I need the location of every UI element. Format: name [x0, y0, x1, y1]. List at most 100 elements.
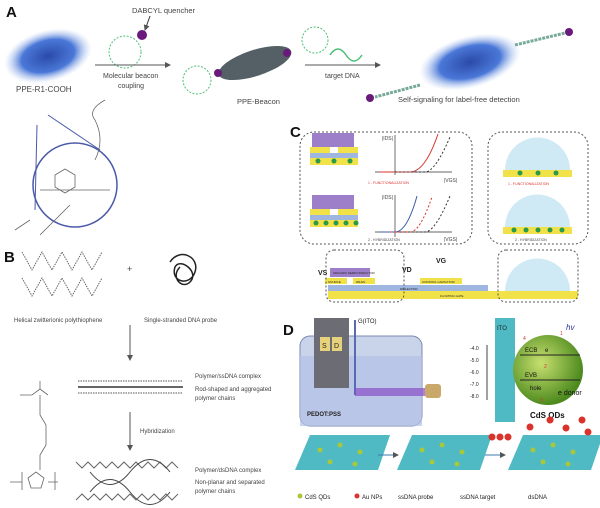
au-np-legend-marker	[354, 493, 360, 499]
hybridization-label: Hybridization	[140, 429, 175, 435]
magnifier-circle	[32, 142, 118, 228]
panel-b: B + Helical zwitterionic polythiophene S…	[4, 249, 271, 505]
chemical-structure	[14, 99, 110, 236]
step-number: 4	[523, 336, 526, 342]
coupling-label-1: Molecular beacon	[103, 73, 158, 80]
ppe-polymer-blob	[4, 28, 92, 84]
beacon-loop-left	[182, 65, 212, 95]
electron-label: e	[545, 348, 549, 354]
dabcyl-label: DABCYL quencher	[132, 6, 196, 15]
source-label: S	[322, 343, 327, 350]
energy-diagram: ITO -4.0 -5.0 -6.0 -7.0 -8.0 ECB EVB e h…	[470, 318, 583, 422]
self-signaling-label: Self-signaling for label-free detection	[398, 95, 520, 104]
step-number: 3	[540, 398, 543, 404]
electrochemical-cell: S D G(ITO) PEDOT:PSS	[299, 318, 441, 427]
ids-axis-label: |IDS|	[382, 195, 393, 201]
energy-tick: -6.0	[470, 370, 479, 376]
ssdna-complex-desc-2: polymer chains	[195, 396, 235, 402]
panel-c-label: C	[290, 124, 301, 141]
cds-qd-sphere	[513, 335, 583, 405]
step-number: 2	[544, 364, 547, 370]
dielectric-label: DIELECTRIC	[400, 287, 419, 291]
transfer-curve-1: |IDS| |VGS| 1 - FUNCTIONALIZATION	[368, 133, 457, 185]
ssdna-complex-label: Polymer/ssDNA complex	[195, 374, 261, 380]
dsdna-complex-desc-1: Non-planar and separated	[195, 480, 265, 486]
vd-label: VD	[402, 267, 412, 274]
dsdna-right	[514, 31, 566, 47]
dsdna-complex-label: Polymer/dsDNA complex	[195, 468, 261, 474]
quencher-dot	[283, 49, 291, 57]
zoom-line	[47, 114, 101, 151]
quencher-dot	[565, 28, 573, 36]
vgs-axis-label: |VGS|	[444, 237, 457, 243]
legend-dsdna: dsDNA	[528, 495, 547, 501]
target-dna-label: target DNA	[325, 73, 360, 80]
legend-ssdna-target: ssDNA target	[460, 495, 496, 501]
floating-gate-label: FLOATING GATE	[440, 294, 464, 298]
panel-a: A PPE-R1-COOH DABCYL quencher Molecular …	[4, 4, 573, 236]
donor-label: e donor	[558, 390, 582, 397]
ssdna-complex-desc-1: Rod-shaped and aggregated	[195, 387, 271, 393]
pedot-label: PEDOT:PSS	[307, 412, 341, 418]
cds-qd-legend-marker	[297, 493, 303, 499]
vg-label: VG	[436, 258, 447, 265]
polymer-chain-wavy	[75, 493, 179, 501]
coupling-label-2: coupling	[118, 83, 144, 90]
panel-d-label: D	[283, 322, 294, 339]
gate-zoom-box	[497, 249, 579, 303]
semiconductor-label: ORGANIC SEMICONDUCTOR	[333, 271, 375, 275]
gate-label: G(ITO)	[358, 319, 377, 325]
quencher-dot	[366, 94, 374, 102]
legend: CdS QDs Au NPs ssDNA probe ssDNA target …	[297, 493, 547, 501]
ofet-device: ORGANIC SEMICONDUCTOR SOURCE DRAIN CONTR…	[318, 249, 579, 303]
light-beam	[355, 388, 435, 396]
control-capacitor-label: CONTROL CAPACITOR	[422, 280, 455, 284]
substrate-1	[295, 435, 390, 470]
hole-label: hole	[530, 386, 542, 392]
dabcyl-quencher-dot	[137, 30, 147, 40]
light-source	[425, 384, 441, 398]
drain-label: DRAIN	[356, 280, 365, 284]
ito-label: ITO	[497, 326, 507, 332]
ssdna-probe-label: Single-stranded DNA probe	[144, 318, 218, 324]
quencher-dot	[214, 69, 222, 77]
ofet-zoom-box	[325, 249, 405, 303]
vgs-axis-label: |VGS|	[444, 178, 457, 184]
vs-label: VS	[318, 270, 328, 277]
panel-d: D S D G(ITO) PEDOT:PSS ITO -4.0 -5.0 -6.…	[283, 318, 600, 501]
substrate-2	[397, 435, 492, 470]
legend-au-nps: Au NPs	[362, 495, 382, 501]
gate-dome-2: 2 - HYBRIDIZATION	[503, 194, 572, 242]
detection-steps	[295, 416, 600, 470]
polythiophene-label: Helical zwitterionic polythiophene	[14, 318, 103, 324]
polythiophene-structure	[10, 381, 58, 490]
energy-tick: -8.0	[470, 394, 479, 400]
ppe-beacon-body	[218, 45, 292, 81]
hybridization-step-label: 2 - HYBRIDIZATION	[368, 238, 400, 242]
dsdna-left	[374, 83, 421, 99]
helical-polythiophene	[21, 250, 103, 272]
quencher-arrow	[143, 15, 151, 31]
target-dna-strand	[329, 48, 363, 62]
substrate-3	[508, 435, 600, 470]
gate-dome-1: 1 - FUNCTIONALIZATION	[503, 137, 572, 186]
beacon-loop-right	[301, 26, 329, 54]
helical-polythiophene	[21, 276, 103, 298]
step-number: 1	[560, 331, 563, 337]
molecular-beacon-loop	[108, 35, 142, 69]
transfer-curve-2: |IDS| |VGS| 2 - HYBRIDIZATION	[368, 195, 457, 243]
ofet-detail-box	[299, 131, 473, 245]
hv-label: hv	[566, 323, 575, 332]
panel-c: C |IDS| |VGS| 1 - FUNCTIONALIZATION	[290, 124, 589, 303]
dsdna-complex-desc-2: polymer chains	[195, 489, 235, 495]
legend-ssdna-probe: ssDNA probe	[398, 495, 434, 501]
gate-detail-box	[487, 131, 589, 245]
legend-cds-qds: CdS QDs	[305, 495, 330, 501]
dsdna-helix	[89, 459, 171, 505]
ids-axis-label: |IDS|	[382, 136, 393, 142]
functionalization-step-label: 1 - FUNCTIONALIZATION	[508, 182, 549, 186]
hybridization-step-label: 2 - HYBRIDIZATION	[515, 238, 547, 242]
evb-label: EVB	[525, 373, 537, 379]
energy-tick: -5.0	[470, 358, 479, 364]
ofet-stack-2	[310, 195, 359, 227]
